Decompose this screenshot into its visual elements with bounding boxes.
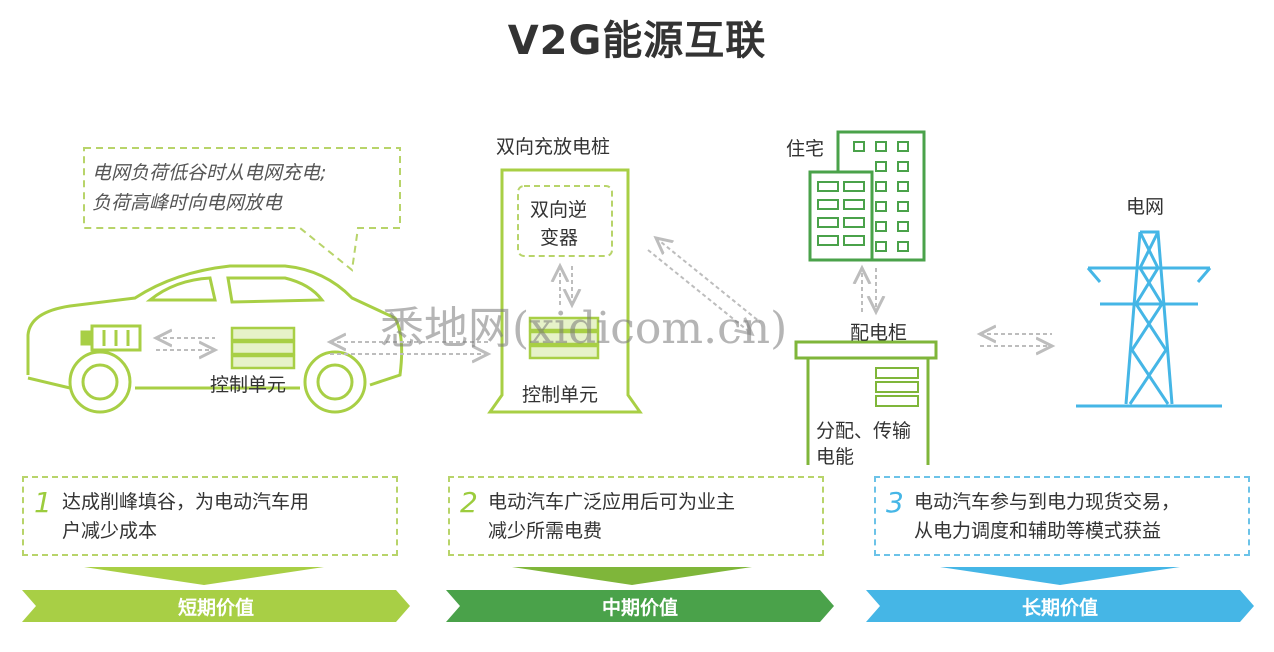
bar-label-long-term: 长期价值 xyxy=(1021,597,1098,619)
value-3-line-2: 从电力调度和辅助等模式获益 xyxy=(914,520,1162,542)
page-title: V2G能源互联 xyxy=(507,18,767,64)
inverter-label: 双向逆 变器 xyxy=(530,196,587,252)
value-3-line-1: 电动汽车参与到电力现货交易， xyxy=(914,491,1181,513)
callout-text: 电网负荷低谷时从电网充电; 负荷高峰时向电网放电 xyxy=(92,158,392,218)
value-box-1: 1 达成削峰填谷，为电动汽车用 户减少成本 xyxy=(22,476,398,556)
value-number-2: 2 xyxy=(460,486,478,519)
pile-title: 双向充放电桩 xyxy=(496,136,611,158)
value-2-line-1: 电动汽车广泛应用后可为业主 xyxy=(488,491,736,513)
value-1-line-1: 达成削峰填谷，为电动汽车用 xyxy=(62,491,310,513)
cabinet-icon xyxy=(794,340,938,465)
cabinet-desc-line-1: 分配、传输 xyxy=(816,420,912,442)
value-2-line-2: 减少所需电费 xyxy=(488,520,603,542)
cabinet-desc: 分配、传输 电能 xyxy=(816,418,911,470)
inverter-line-2: 变器 xyxy=(540,227,579,249)
watermark-text: 悉地网(xidicom.cn) xyxy=(380,303,788,354)
residence-label: 住宅 xyxy=(786,138,825,160)
value-text-2: 电动汽车广泛应用后可为业主 减少所需电费 xyxy=(488,488,735,546)
callout-line-2: 负荷高峰时向电网放电 xyxy=(92,192,283,214)
car-control-unit-icon xyxy=(230,326,296,370)
down-arrow-1 xyxy=(84,567,324,585)
value-1-line-2: 户减少成本 xyxy=(62,520,158,542)
value-box-2: 2 电动汽车广泛应用后可为业主 减少所需电费 xyxy=(448,476,824,556)
cabinet-label: 配电柜 xyxy=(850,322,908,344)
bar-label-short-term: 短期价值 xyxy=(177,597,254,619)
car-control-unit-label: 控制单元 xyxy=(210,374,287,396)
bar-long-term xyxy=(866,590,1254,622)
value-box-3: 3 电动汽车参与到电力现货交易， 从电力调度和辅助等模式获益 xyxy=(874,476,1250,556)
callout-line-1: 电网负荷低谷时从电网充电; xyxy=(92,162,327,184)
bar-short-term xyxy=(22,590,410,622)
battery-icon xyxy=(80,324,142,352)
cabinet-desc-line-2: 电能 xyxy=(816,446,855,468)
charging-pile-icon xyxy=(487,168,643,414)
inverter-line-1: 双向逆 xyxy=(530,199,588,221)
value-text-3: 电动汽车参与到电力现货交易， 从电力调度和辅助等模式获益 xyxy=(914,488,1180,546)
grid-label: 电网 xyxy=(1126,196,1165,218)
speech-bubble-icon xyxy=(83,147,401,272)
down-arrow-3 xyxy=(940,567,1180,585)
bar-mid-term xyxy=(446,590,834,622)
bar-label-mid-term: 中期价值 xyxy=(601,597,678,619)
down-arrow-2 xyxy=(512,567,752,585)
building-windows xyxy=(817,141,909,252)
value-text-1: 达成削峰填谷，为电动汽车用 户减少成本 xyxy=(62,488,309,546)
car-icon xyxy=(26,264,404,414)
value-number-3: 3 xyxy=(886,486,904,519)
pile-control-unit-label: 控制单元 xyxy=(522,384,599,406)
value-number-1: 1 xyxy=(34,486,52,519)
power-tower-icon xyxy=(1076,230,1222,408)
